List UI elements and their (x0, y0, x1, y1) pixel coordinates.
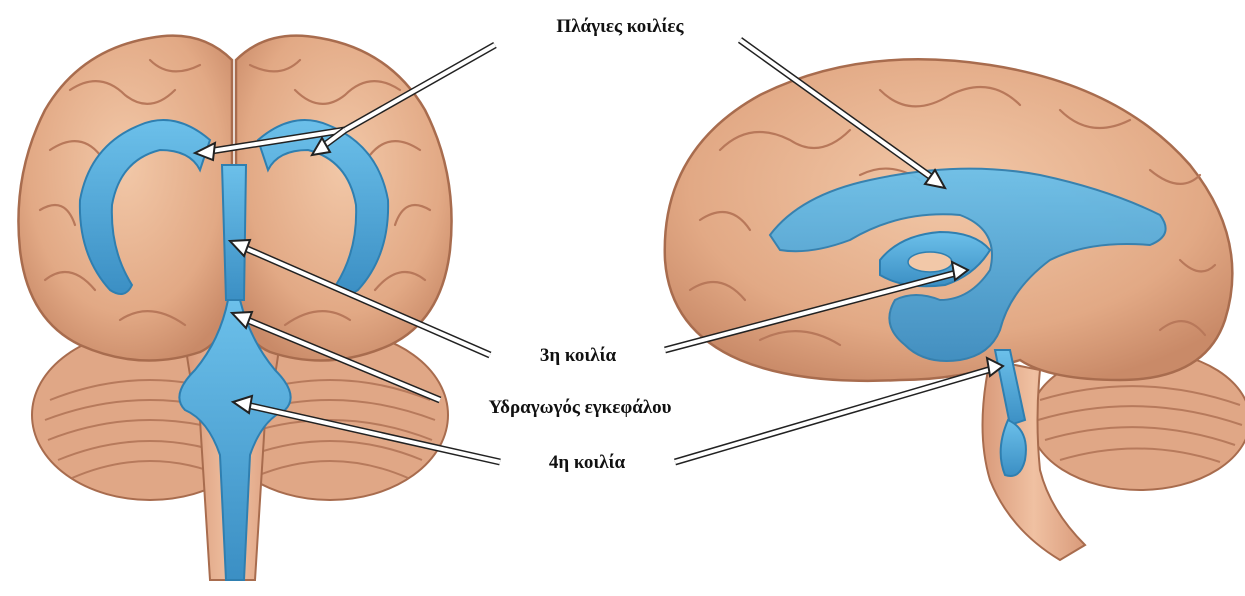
labels: Πλάγιες κοιλίες 3η κοιλία Υδραγωγός εγκε… (488, 16, 684, 473)
sagittal-view (665, 59, 1245, 560)
third-ventricle-frontal (222, 165, 246, 300)
label-fourth-ventricle: 4η κοιλία (549, 452, 626, 473)
label-lateral-ventricles: Πλάγιες κοιλίες (556, 16, 684, 37)
cerebrum-left-hemisphere (18, 36, 232, 361)
label-third-ventricle: 3η κοιλία (540, 345, 617, 366)
interthalamic-adhesion (908, 252, 952, 272)
label-cerebral-aqueduct: Υδραγωγός εγκεφάλου (488, 397, 671, 418)
